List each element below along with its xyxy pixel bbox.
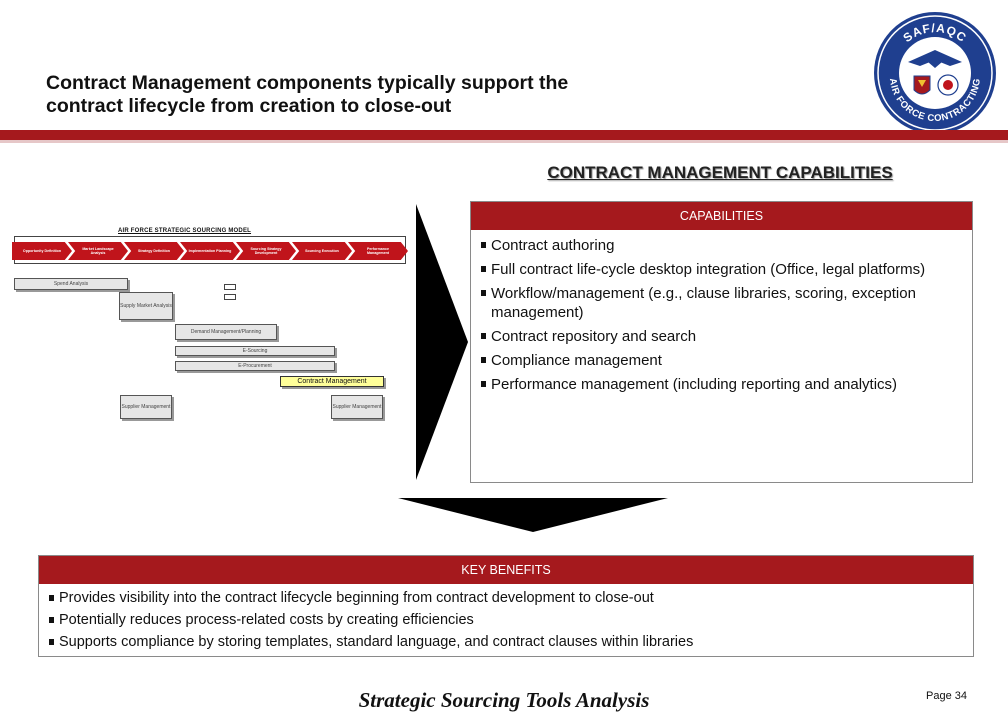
- spend-analysis-box: Spend Analysis: [14, 278, 128, 290]
- capabilities-list: Contract authoring Full contract life-cy…: [471, 230, 972, 394]
- supply-market-analysis-box: Supply Market Analysis: [119, 292, 173, 320]
- capabilities-box: CAPABILITIES Contract authoring Full con…: [470, 201, 973, 483]
- list-item: Performance management (including report…: [481, 375, 958, 394]
- stage-chevron: Market Landscape Analysis: [68, 242, 128, 260]
- supplier-management-box-1: Supplier Management: [120, 395, 172, 419]
- stage-chevron: Sourcing Execution: [292, 242, 352, 260]
- strategic-sourcing-model-diagram: AIR FORCE STRATEGIC SOURCING MODEL Oppor…: [8, 228, 408, 433]
- page-title: Contract Management components typically…: [46, 72, 826, 118]
- list-item: Contract repository and search: [481, 327, 958, 346]
- stage-chevron: Opportunity Definition: [12, 242, 72, 260]
- arrow-right-icon: [416, 204, 468, 480]
- stage-chevron: Strategy Definition: [124, 242, 184, 260]
- stage-chevron: Sourcing Strategy Development: [236, 242, 296, 260]
- model-marker: [224, 294, 236, 300]
- page-title-line-2: contract lifecycle from creation to clos…: [46, 95, 452, 117]
- saf-aqc-seal-logo: SAF/AQC AIR FORCE CONTRACTING: [874, 12, 996, 134]
- round-emblem-icon: [937, 74, 959, 96]
- page-number: Page 34: [926, 690, 967, 702]
- page-title-line-1: Contract Management components typically…: [46, 72, 569, 94]
- list-item: Potentially reduces process-related cost…: [49, 609, 963, 631]
- header-rule-shadow: [0, 140, 1008, 143]
- arrow-down-icon: [398, 498, 668, 532]
- stage-chevron: Performance Management: [348, 242, 408, 260]
- contract-management-box: Contract Management: [280, 376, 384, 387]
- supplier-management-box-2: Supplier Management: [331, 395, 383, 419]
- key-benefits-box: KEY BENEFITS Provides visibility into th…: [38, 555, 974, 657]
- list-item: Compliance management: [481, 351, 958, 370]
- header-rule: [0, 130, 1008, 140]
- key-benefits-header: KEY BENEFITS: [39, 556, 973, 584]
- list-item: Supports compliance by storing templates…: [49, 631, 963, 653]
- footer-title: Strategic Sourcing Tools Analysis: [358, 688, 650, 712]
- model-marker: [224, 284, 236, 290]
- key-benefits-list: Provides visibility into the contract li…: [39, 584, 973, 653]
- demand-management-box: Demand Management/Planning: [175, 324, 277, 340]
- e-procurement-box: E-Procurement: [175, 361, 335, 371]
- model-title: AIR FORCE STRATEGIC SOURCING MODEL: [118, 228, 252, 234]
- stage-chevron-row: Opportunity Definition Market Landscape …: [12, 242, 408, 260]
- list-item: Full contract life-cycle desktop integra…: [481, 260, 958, 279]
- stage-chevron: Implementation Planning: [180, 242, 240, 260]
- air-force-symbol-icon: [908, 50, 962, 68]
- capabilities-heading: CONTRACT MANAGEMENT CAPABILITIES: [547, 163, 893, 182]
- list-item: Workflow/management (e.g., clause librar…: [481, 284, 958, 322]
- e-sourcing-box: E-Sourcing: [175, 346, 335, 356]
- shield-emblem-icon: [913, 75, 931, 95]
- capabilities-box-header: CAPABILITIES: [471, 202, 972, 230]
- list-item: Contract authoring: [481, 236, 958, 255]
- list-item: Provides visibility into the contract li…: [49, 587, 963, 609]
